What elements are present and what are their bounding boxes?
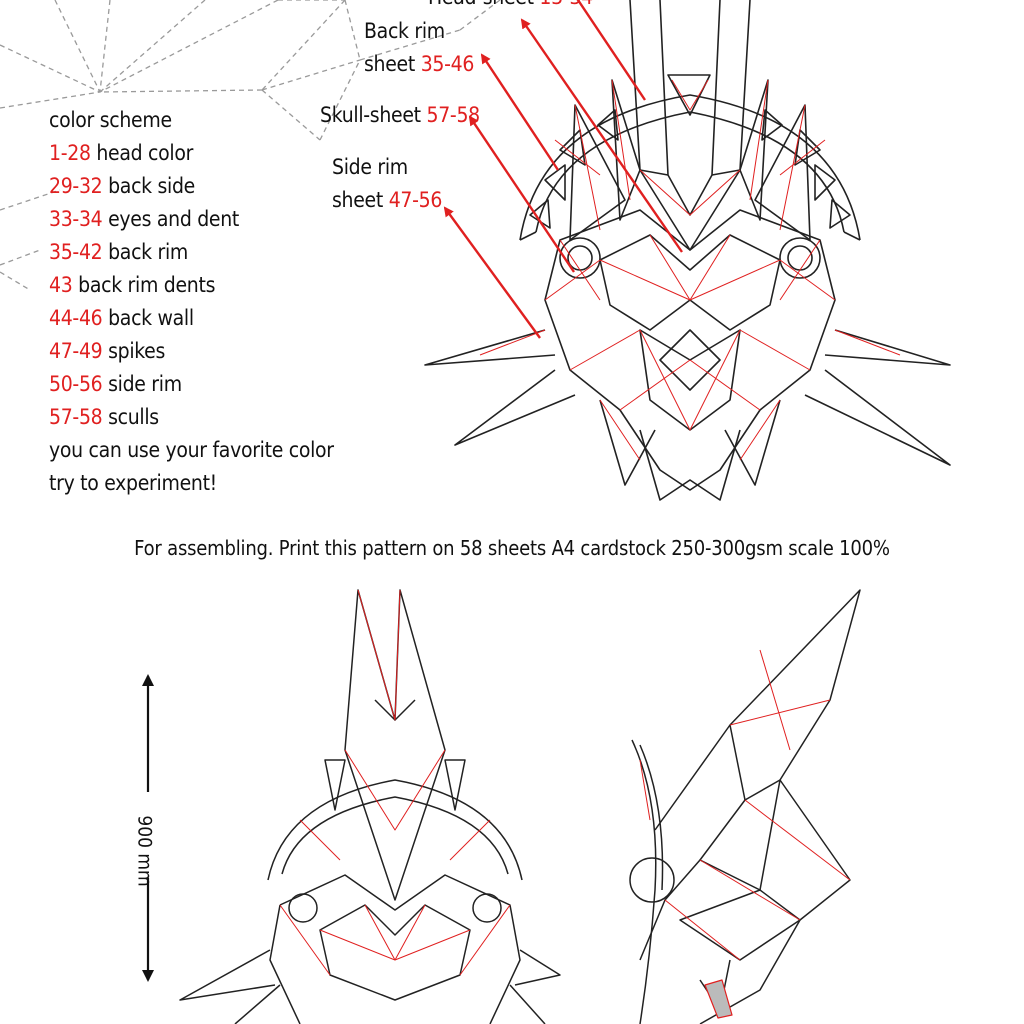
legend-item-label: back side (108, 174, 196, 198)
callout-side-rim-range: 47-56 (388, 188, 443, 212)
callout-back-rim-line1: Back rim (364, 19, 445, 43)
legend-item-range: 43 (49, 273, 73, 297)
legend-item-range: 35-42 (49, 240, 103, 264)
legend-item-label: sculls (108, 405, 159, 429)
legend-item-label: back rim dents (78, 273, 216, 297)
legend-item: 1-28 head color (49, 137, 334, 170)
legend-item-range: 29-32 (49, 174, 103, 198)
callout-back-rim-range: 35-46 (420, 52, 475, 76)
legend-item-label: head color (96, 141, 194, 165)
callout-back-rim: Back rim sheet 35-46 (364, 15, 474, 81)
legend-item: 43 back rim dents (49, 269, 334, 302)
callout-head-sheet: Head-sheet 13-34 (428, 0, 593, 14)
legend-item-label: eyes and dent (108, 207, 240, 231)
legend-item: 50-56 side rim (49, 368, 334, 401)
legend-item: 44-46 back wall (49, 302, 334, 335)
legend-item-label: spikes (108, 339, 166, 363)
callout-skull-sheet-prefix: Skull-sheet (320, 103, 421, 127)
legend-item: 35-42 back rim (49, 236, 334, 269)
callout-arrows (443, 0, 683, 339)
callout-side-rim-prefix: sheet (332, 188, 383, 212)
legend-item-range: 47-49 (49, 339, 103, 363)
legend-note: you can use your favorite color (49, 438, 334, 462)
color-scheme-legend: color scheme 1-28 head color 29-32 back … (49, 104, 334, 500)
legend-item-range: 50-56 (49, 372, 103, 396)
legend-item: 57-58 sculls (49, 401, 334, 434)
mask-side-view (629, 589, 861, 1024)
assembly-caption: For assembling. Print this pattern on 58… (134, 536, 890, 560)
dimension-label-text: 900 mm (134, 815, 157, 887)
legend-item-label: back rim (108, 240, 189, 264)
legend-item: 47-49 spikes (49, 335, 334, 368)
legend-note: try to experiment! (49, 471, 217, 495)
mask-front-view-large (424, 0, 951, 501)
callout-side-rim-line1: Side rim (332, 155, 408, 179)
fold-guide-lines (0, 0, 501, 291)
legend-item-range: 44-46 (49, 306, 103, 330)
legend-item-label: side rim (108, 372, 182, 396)
legend-item-range: 1-28 (49, 141, 91, 165)
callout-side-rim: Side rim sheet 47-56 (332, 151, 442, 217)
legend-item-range: 57-58 (49, 405, 103, 429)
callout-skull-sheet-range: 57-58 (426, 103, 480, 127)
callout-head-sheet-prefix: Head-sheet (428, 0, 534, 9)
legend-item: 29-32 back side (49, 170, 334, 203)
legend-item: 33-34 eyes and dent (49, 203, 334, 236)
legend-item-range: 33-34 (49, 207, 103, 231)
callout-head-sheet-range: 13-34 (539, 0, 593, 9)
legend-item-label: back wall (108, 306, 194, 330)
callout-skull-sheet: Skull-sheet 57-58 (320, 99, 480, 132)
callout-back-rim-prefix: sheet (364, 52, 415, 76)
legend-title: color scheme (49, 108, 172, 132)
dimension-label: 900 mm (130, 806, 160, 896)
mask-front-view-small (179, 589, 561, 1024)
